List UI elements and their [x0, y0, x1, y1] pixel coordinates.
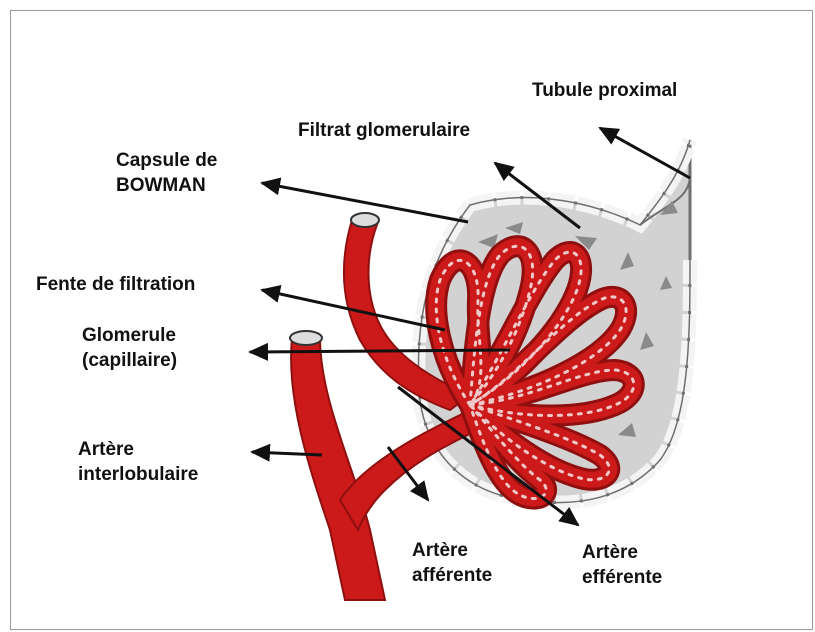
label-filtrat-glomerulaire: Filtrat glomerulaire — [298, 118, 470, 143]
label-artere-efferente-line2: efférente — [582, 565, 662, 590]
label-artere-efferente-line1: Artère — [582, 540, 662, 565]
label-glomerule-line2: (capillaire) — [82, 348, 177, 373]
label-tubule-proximal-text: Tubule proximal — [532, 78, 677, 103]
label-artere-afferente-line1: Artère — [412, 538, 492, 563]
label-glomerule-line1: Glomerule — [82, 323, 177, 348]
label-artere-efferente: Artère efférente — [582, 540, 662, 590]
label-capsule-line1: Capsule de — [116, 148, 217, 173]
label-filtrat-glomerulaire-text: Filtrat glomerulaire — [298, 118, 470, 143]
arrow-tubule-proximal — [600, 128, 690, 178]
label-artere-afferente-line2: afférente — [412, 563, 492, 588]
arrow-glomerule — [250, 350, 510, 352]
label-capsule-bowman: Capsule de BOWMAN — [116, 148, 217, 198]
label-fente-filtration: Fente de filtration — [36, 272, 195, 297]
label-artere-interlobulaire: Artère interlobulaire — [78, 437, 198, 487]
label-capsule-line2: BOWMAN — [116, 173, 217, 198]
label-fente-filtration-text: Fente de filtration — [36, 272, 195, 297]
label-artere-interlobulaire-line1: Artère — [78, 437, 198, 462]
label-glomerule: Glomerule (capillaire) — [82, 323, 177, 373]
label-artere-afferente: Artère afférente — [412, 538, 492, 588]
label-artere-interlobulaire-line2: interlobulaire — [78, 462, 198, 487]
label-tubule-proximal: Tubule proximal — [532, 78, 677, 103]
